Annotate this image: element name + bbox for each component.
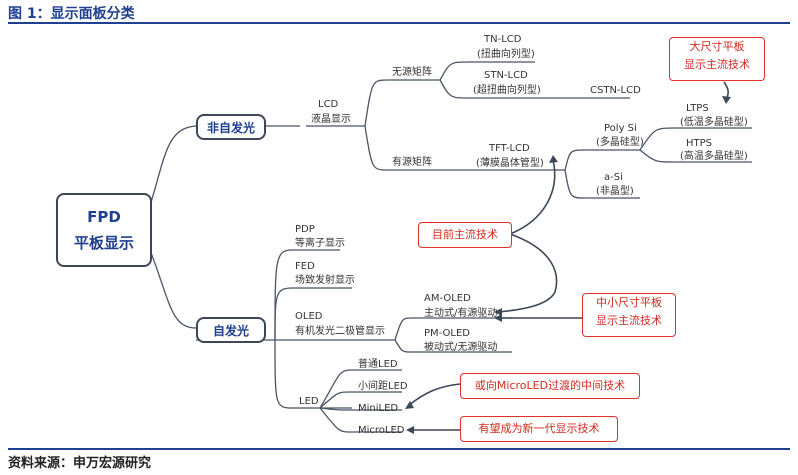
node-cstn-lcd: CSTN-LCD [590, 85, 641, 96]
callout-large-panel: 大尺寸平板 显示主流技术 [669, 37, 765, 81]
node-pdp-sub: 等离子显示 [295, 238, 345, 249]
node-tn-lcd: TN-LCD [484, 34, 522, 45]
node-pdp: PDP [295, 224, 315, 235]
node-led-item: 小间距LED [358, 381, 408, 392]
node-ltps-sub: (低温多晶硅型) [680, 117, 748, 128]
root-line2: 平板显示 [73, 233, 134, 252]
node-pm-oled: PM-OLED [424, 328, 471, 339]
node-led-item: MicroLED [358, 425, 405, 436]
callout-large-panel-line2: 显示主流技术 [684, 58, 750, 71]
node-poly-si-sub: (多晶硅型) [596, 137, 644, 148]
node-fed: FED [295, 261, 315, 272]
node-emissive: 自发光 [196, 317, 266, 343]
node-active-matrix: 有源矩阵 [392, 157, 432, 168]
node-htps-sub: (高温多晶硅型) [680, 151, 748, 162]
node-stn-lcd: STN-LCD [484, 70, 528, 81]
node-tn-lcd-sub: (扭曲向列型) [477, 49, 535, 60]
figure-title: 图 1：显示面板分类 [8, 6, 135, 22]
node-stn-lcd-sub: (超扭曲向列型) [473, 85, 541, 96]
node-poly-si: Poly Si [604, 123, 637, 134]
callout-current-mainstream: 目前主流技术 [418, 222, 512, 248]
node-tft-lcd: TFT-LCD [489, 143, 530, 154]
node-led-item: MiniLED [358, 403, 399, 414]
node-htps: HTPS [686, 138, 713, 149]
node-a-si-sub: (非晶型) [596, 186, 634, 197]
callout-small-panel: 中小尺寸平板 显示主流技术 [582, 293, 676, 337]
node-led-item: 普通LED [358, 359, 398, 370]
callout-small-panel-line1: 中小尺寸平板 [596, 296, 662, 309]
node-a-si: a-Si [604, 172, 623, 183]
node-am-oled: AM-OLED [424, 293, 471, 304]
node-am-oled-sub: 主动式/有源驱动 [424, 308, 498, 319]
node-tft-lcd-sub: (薄膜晶体管型) [476, 158, 544, 169]
node-oled: OLED [295, 311, 323, 322]
callout-micro-led: 有望成为新一代显示技术 [460, 416, 618, 442]
node-pm-oled-sub: 被动式/无源驱动 [424, 342, 498, 353]
callout-large-panel-line1: 大尺寸平板 [689, 40, 745, 53]
node-led: LED [299, 396, 319, 407]
node-lcd-sub: 液晶显示 [311, 114, 351, 125]
node-passive-matrix: 无源矩阵 [392, 67, 432, 78]
bottom-rule [8, 448, 790, 450]
source-note: 资料来源：申万宏源研究 [8, 456, 152, 471]
callout-mini-led: 或向MicroLED过渡的中间技术 [460, 373, 640, 399]
node-fed-sub: 场致发射显示 [295, 275, 355, 286]
top-rule [8, 22, 790, 24]
root-node-fpd: FPD 平板显示 [56, 193, 152, 267]
node-oled-sub: 有机发光二极管显示 [295, 326, 385, 337]
root-line1: FPD [87, 207, 121, 226]
node-lcd: LCD [318, 99, 339, 110]
callout-small-panel-line2: 显示主流技术 [596, 314, 662, 327]
node-non-emissive: 非自发光 [196, 114, 266, 140]
node-ltps: LTPS [686, 103, 709, 114]
